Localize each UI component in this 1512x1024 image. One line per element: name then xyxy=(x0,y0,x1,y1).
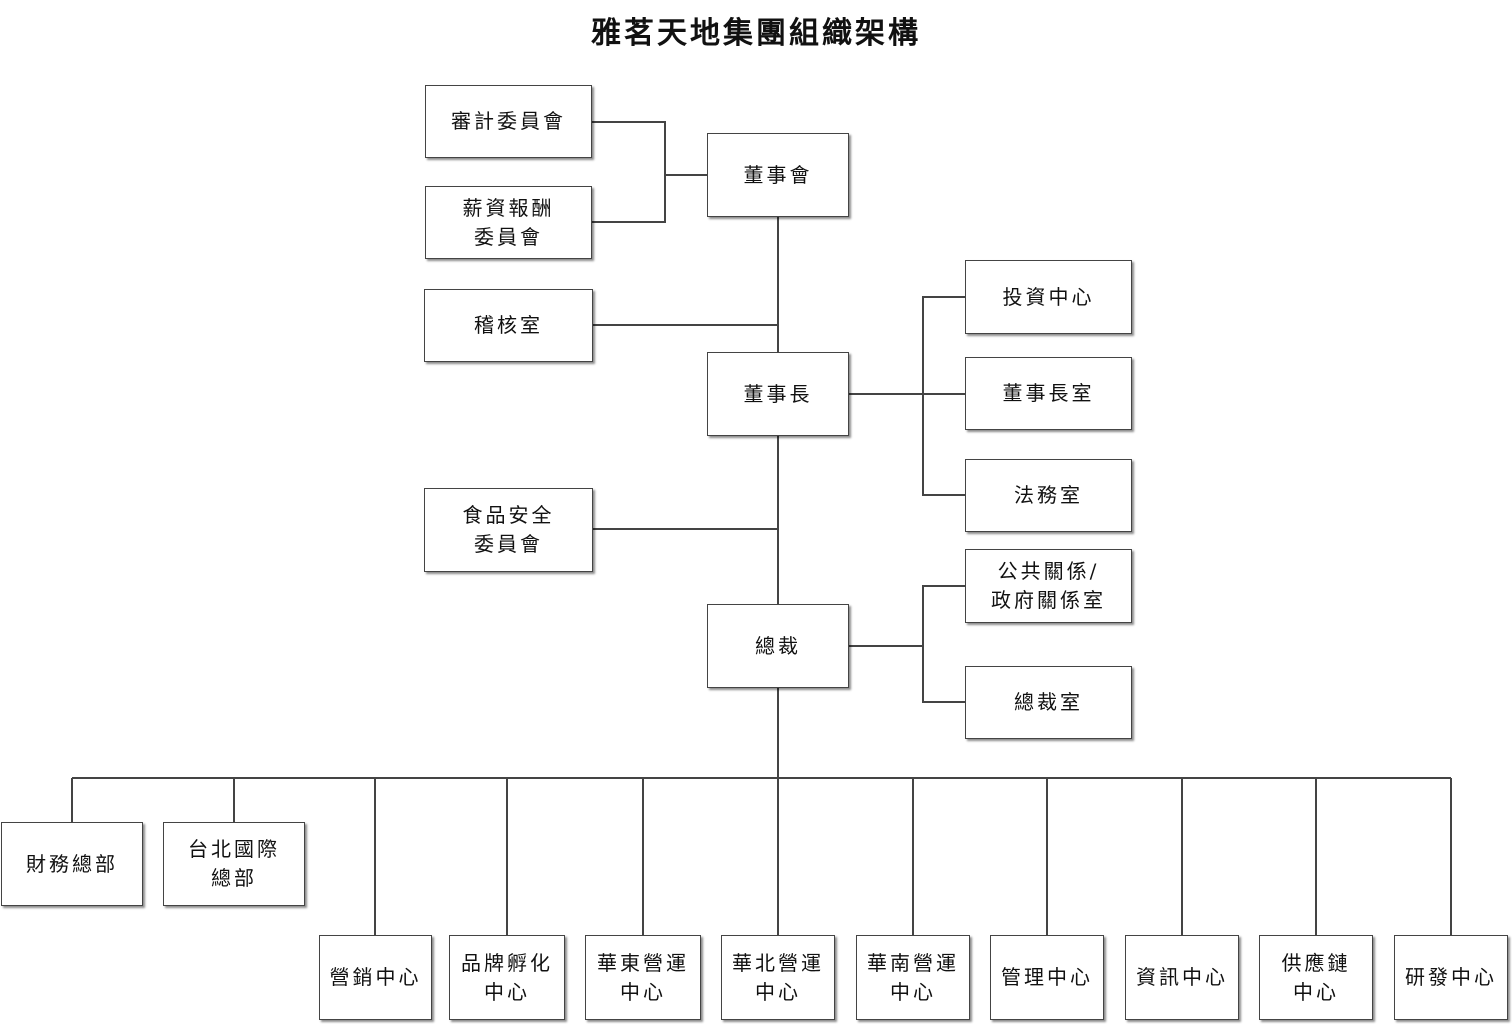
node-finance-hq: 財務總部 xyxy=(1,822,143,906)
node-east-ops-center: 華東營運 中心 xyxy=(585,935,701,1020)
node-pr-gov-office: 公共關係/ 政府關係室 xyxy=(965,549,1132,623)
node-it-center: 資訊中心 xyxy=(1125,935,1239,1020)
node-chairman: 董事長 xyxy=(707,352,849,436)
node-audit-office: 稽核室 xyxy=(424,289,593,362)
node-legal-office: 法務室 xyxy=(965,459,1132,532)
node-investment-center: 投資中心 xyxy=(965,260,1132,334)
node-president: 總裁 xyxy=(707,604,849,688)
node-food-safety-committee: 食品安全 委員會 xyxy=(424,488,593,572)
node-president-office: 總裁室 xyxy=(965,666,1132,739)
node-compensation-committee: 薪資報酬 委員會 xyxy=(425,186,592,259)
node-management-center: 管理中心 xyxy=(990,935,1104,1020)
node-rd-center: 研發中心 xyxy=(1394,935,1508,1020)
node-chairman-office: 董事長室 xyxy=(965,357,1132,430)
node-taipei-intl-hq: 台北國際 總部 xyxy=(163,822,305,906)
node-supply-chain-center: 供應鏈 中心 xyxy=(1259,935,1373,1020)
node-south-ops-center: 華南營運 中心 xyxy=(856,935,970,1020)
node-brand-incubation-center: 品牌孵化 中心 xyxy=(449,935,565,1020)
node-audit-committee: 審計委員會 xyxy=(425,85,592,158)
node-marketing-center: 營銷中心 xyxy=(319,935,432,1020)
chart-title: 雅茗天地集團組織架構 xyxy=(591,16,921,51)
node-board: 董事會 xyxy=(707,133,849,217)
node-north-ops-center: 華北營運 中心 xyxy=(721,935,835,1020)
